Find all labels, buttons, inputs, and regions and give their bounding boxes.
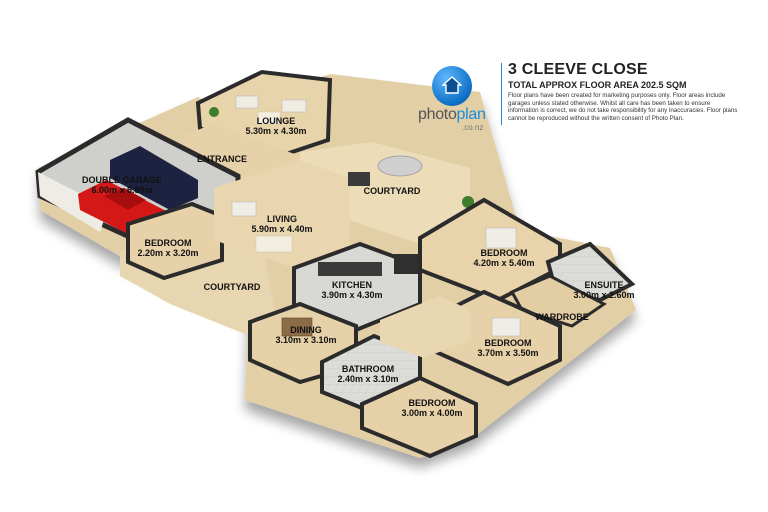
sofa: [235, 95, 259, 109]
bathroom-label: BATHROOM: [342, 364, 394, 374]
bedroom-mid-label: BEDROOM: [485, 338, 532, 348]
courtyard-left-label: COURTYARD: [204, 282, 261, 292]
sofa: [231, 201, 257, 217]
entrance-label: ENTRANCE: [197, 154, 247, 164]
bedroom-mid-size: 3.70m x 3.50m: [477, 348, 538, 358]
living-room: [214, 160, 350, 270]
living-label: LIVING: [267, 214, 297, 224]
bed: [485, 227, 517, 249]
bedroom-master-size: 4.20m x 5.40m: [473, 258, 534, 268]
courtyard-top-label: COURTYARD: [364, 186, 421, 196]
dining-label: DINING: [290, 325, 322, 335]
bedroom-master-label: BEDROOM: [481, 248, 528, 258]
outdoor-table: [348, 172, 370, 186]
car-dark: [110, 146, 198, 210]
bedroom-bottom-size: 3.00m x 4.00m: [401, 408, 462, 418]
plant: [209, 107, 219, 117]
car-red-roof: [104, 188, 146, 210]
photoplan-logo: photoplan .co.nz: [418, 66, 498, 136]
header-divider: [501, 63, 502, 125]
disclaimer-text: Floor plans have been created for market…: [508, 92, 738, 122]
double-garage-size: 6.00m x 6.80m: [91, 185, 152, 195]
rug: [257, 111, 281, 125]
wardrobe-label: WARDROBE: [535, 312, 589, 322]
logo-domain: .co.nz: [462, 123, 484, 132]
courtyard-top-area: [300, 142, 470, 244]
umbrella: [377, 155, 423, 177]
ensuite-size: 3.00m x 2.60m: [573, 290, 634, 300]
lounge-size: 5.30m x 4.30m: [245, 126, 306, 136]
kitchen-bench: [394, 254, 418, 274]
bathroom-size: 2.40m x 3.10m: [337, 374, 398, 384]
logo-word-photo: photo: [418, 106, 457, 123]
floor-area: TOTAL APPROX FLOOR AREA 202.5 SQM: [508, 80, 687, 90]
kitchen-label: KITCHEN: [332, 280, 372, 290]
kitchen-island: [318, 262, 382, 276]
property-title: 3 CLEEVE CLOSE: [508, 61, 648, 78]
plant: [462, 196, 474, 208]
dining-size: 3.10m x 3.10m: [275, 335, 336, 345]
house-icon: [442, 76, 462, 94]
bedroom-small-size: 2.20m x 3.20m: [137, 248, 198, 258]
ensuite-label: ENSUITE: [584, 280, 623, 290]
garage-front-wall: [38, 172, 108, 232]
kitchen-size: 3.90m x 4.30m: [321, 290, 382, 300]
bedroom-small-room: [126, 201, 224, 281]
sofa: [281, 99, 307, 113]
lounge-label: LOUNGE: [257, 116, 296, 126]
rug: [255, 235, 293, 253]
bedroom-bottom-room: [360, 375, 478, 459]
logo-wordmark: photoplan: [418, 106, 486, 124]
logo-word-plan: plan: [456, 106, 486, 123]
hallway: [380, 296, 470, 358]
bedroom-small-label: BEDROOM: [145, 238, 192, 248]
living-size: 5.90m x 4.40m: [251, 224, 312, 234]
bedroom-bottom-label: BEDROOM: [409, 398, 456, 408]
bed: [491, 317, 521, 337]
double-garage-label: DOUBLE GARAGE: [82, 175, 162, 185]
dining-table: [281, 317, 313, 337]
